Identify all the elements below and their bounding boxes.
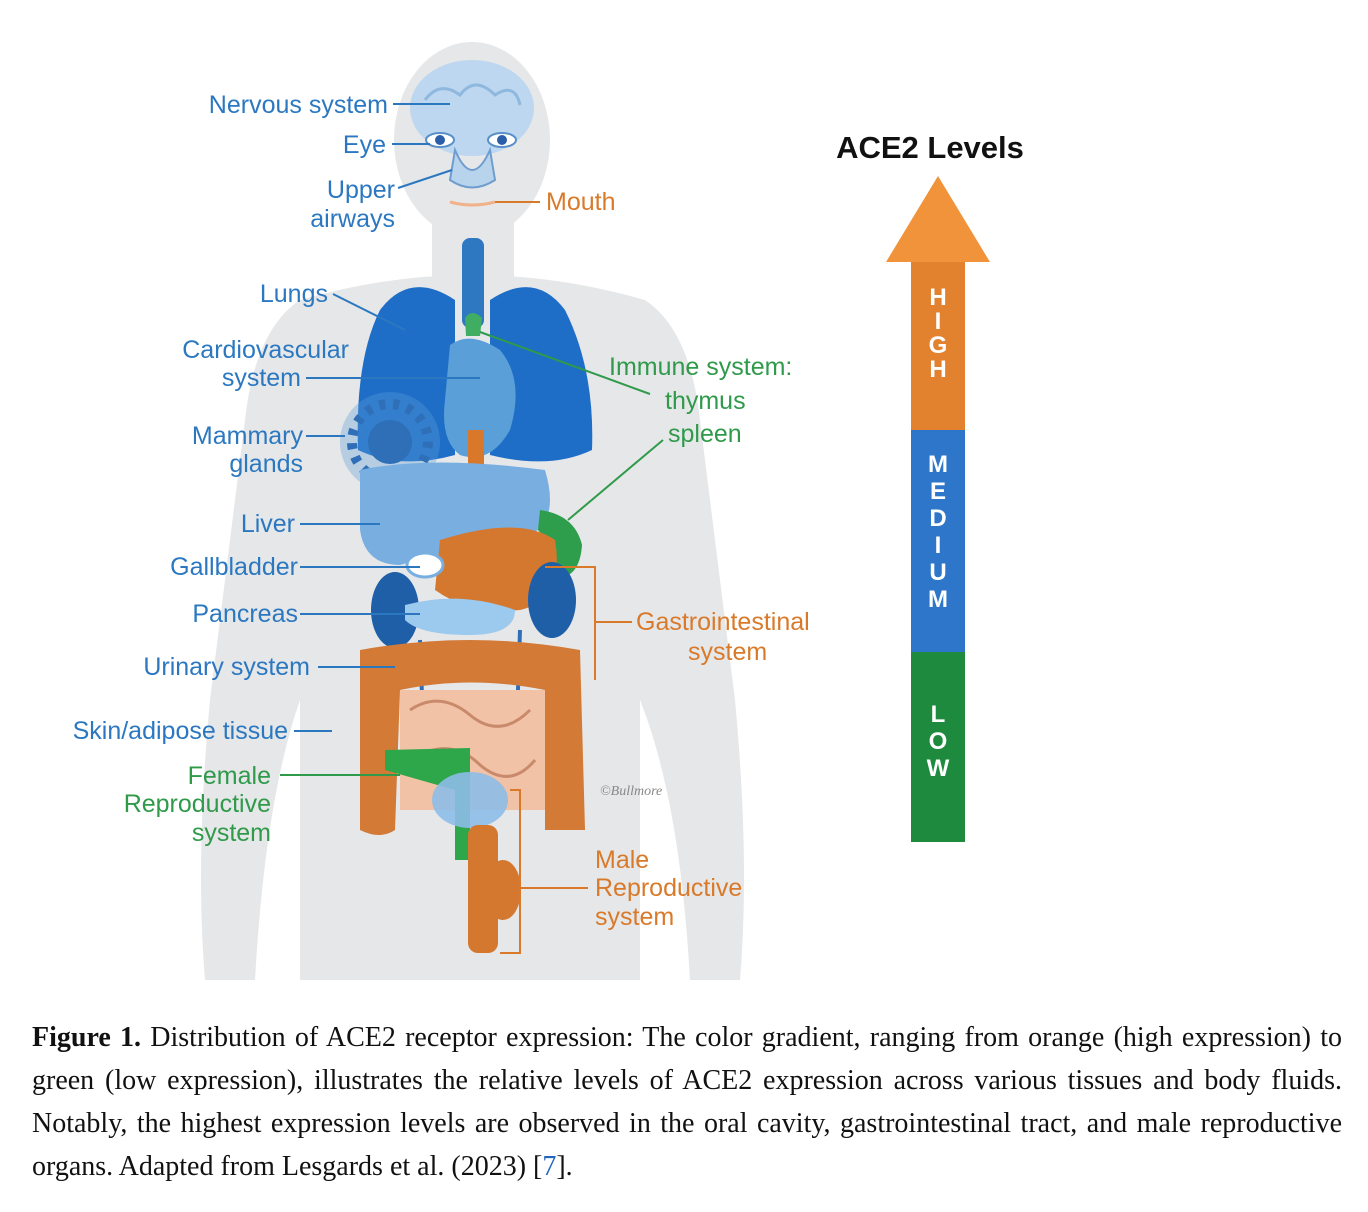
label-upper-airways-1: Upper	[327, 176, 395, 204]
legend-letter: M	[928, 586, 948, 613]
right-kidney-illustration	[528, 562, 576, 638]
legend-letter: H	[929, 284, 946, 311]
eyes-illustration	[425, 132, 517, 148]
label-gallbladder: Gallbladder	[170, 553, 298, 581]
intestines-illustration	[360, 640, 585, 835]
legend-arrow-head	[886, 176, 990, 262]
legend-letter: W	[927, 755, 950, 782]
mouth-illustration	[449, 200, 496, 207]
caption-end: ].	[556, 1151, 573, 1182]
label-mammary-1: Mammary	[192, 422, 304, 450]
label-lungs: Lungs	[260, 280, 328, 308]
label-eye: Eye	[343, 131, 386, 159]
label-male-2: Reproductive	[595, 874, 742, 902]
label-immune-system: Immune system:	[609, 353, 792, 381]
label-mammary-2: glands	[229, 450, 303, 478]
spleen-illustration	[538, 510, 582, 578]
legend-bar-medium	[911, 430, 965, 652]
label-female-1: Female	[188, 762, 271, 790]
left-kidney-illustration	[371, 572, 419, 648]
legend-bar-low	[911, 652, 965, 842]
label-female-3: system	[192, 819, 271, 847]
label-thymus: thymus	[665, 387, 746, 415]
lungs-illustration	[357, 287, 593, 462]
bladder-illustration	[432, 772, 508, 828]
legend-letter: G	[929, 332, 948, 359]
legend-letter: I	[935, 308, 942, 335]
label-spleen: spleen	[668, 420, 742, 448]
artist-signature: ©Bullmore	[600, 784, 662, 799]
label-gastrointestinal-1: Gastrointestinal	[636, 608, 810, 636]
gallbladder-illustration	[405, 551, 445, 579]
label-gastrointestinal-2: system	[688, 638, 767, 666]
label-cardiovascular-2: system	[222, 364, 301, 392]
figure-caption: Figure 1. Distribution of ACE2 receptor …	[32, 1016, 1342, 1188]
male-reproductive-illustration	[468, 825, 521, 953]
label-nervous-system: Nervous system	[209, 91, 388, 119]
legend-bar-high	[911, 262, 965, 430]
thymus-illustration	[465, 313, 482, 336]
label-male-1: Male	[595, 846, 649, 874]
legend-letter: L	[931, 701, 946, 728]
label-male-3: system	[595, 903, 674, 931]
ace2-body-diagram: ©Bullmore Nervous system Eye Upper airwa…	[72, 42, 1024, 980]
label-upper-airways-2: airways	[310, 205, 395, 233]
caption-reference-link[interactable]: 7	[542, 1151, 557, 1182]
female-reproductive-illustration	[385, 748, 470, 860]
brain-illustration	[410, 60, 534, 156]
legend-letter: I	[935, 532, 942, 559]
label-urinary-system: Urinary system	[143, 653, 310, 681]
legend-letter: O	[929, 728, 948, 755]
legend-letter: H	[929, 356, 946, 383]
sinus-illustration	[448, 146, 497, 189]
trachea-illustration	[462, 238, 484, 328]
label-liver: Liver	[241, 510, 295, 538]
heart-illustration	[444, 338, 516, 458]
caption-figure-label: Figure 1.	[32, 1022, 142, 1053]
legend-title: ACE2 Levels	[836, 130, 1024, 165]
label-mouth: Mouth	[546, 188, 615, 216]
label-female-2: Reproductive	[124, 790, 271, 818]
caption-text: Distribution of ACE2 receptor expression…	[32, 1022, 1342, 1182]
legend-letter: U	[929, 559, 946, 586]
stomach-illustration	[435, 527, 557, 611]
leader-lines	[280, 103, 664, 954]
legend-letter: M	[928, 451, 948, 478]
label-skin-adipose: Skin/adipose tissue	[73, 717, 288, 745]
label-pancreas: Pancreas	[192, 600, 298, 628]
legend-letter: E	[930, 478, 946, 505]
label-cardiovascular-1: Cardiovascular	[182, 336, 349, 364]
legend-letter: D	[929, 505, 946, 532]
legend-label-low: LOW	[927, 701, 950, 782]
pancreas-illustration	[405, 598, 515, 635]
